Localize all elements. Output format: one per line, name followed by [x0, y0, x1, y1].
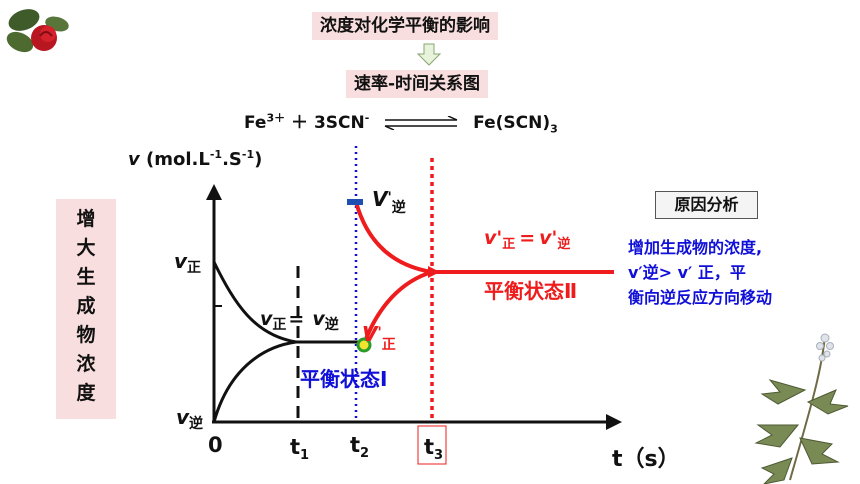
- reverse-rate-new-curve: [354, 201, 433, 274]
- y-axis-symbol: v: [128, 149, 140, 170]
- condition-char: 物: [76, 324, 96, 346]
- origin-label: 0: [208, 433, 223, 457]
- equation-scn: 3SCN: [313, 113, 365, 133]
- reason-line: 增加生成物的浓度,: [628, 238, 763, 257]
- y-axis-label: v (mol.L-1.S-1): [128, 148, 262, 170]
- y-axis-unit-b: .S: [222, 149, 242, 170]
- convergence-arrowhead: [428, 266, 440, 278]
- page-subtitle: 速率-时间关系图: [346, 70, 489, 98]
- v-reverse-label: v逆: [176, 405, 203, 432]
- reason-line: 衡向逆反应方向移动: [628, 288, 773, 307]
- forward-rate-curve: [212, 261, 358, 344]
- plant-decoration-icon: [754, 333, 849, 484]
- equation-plus: ＋: [291, 113, 309, 133]
- reason-analysis-title: 原因分析: [655, 191, 758, 219]
- y-axis-arrowhead: [206, 184, 222, 200]
- equation-fe-charge: 3＋: [266, 111, 286, 125]
- condition-char: 增: [76, 208, 96, 230]
- t1-label: t1: [290, 435, 309, 463]
- reason-line: v′逆> v′ 正，平: [628, 263, 746, 282]
- equilibrium-state-1-label: 平衡状态Ⅰ: [300, 367, 387, 391]
- equation-product-sub: 3: [550, 122, 558, 136]
- t3-highlight-box: [417, 425, 447, 465]
- reason-analysis-text: 增加生成物的浓度, v′逆> v′ 正，平 衡向逆反应方向移动: [628, 235, 838, 310]
- t2-label: t2: [350, 433, 369, 461]
- rose-decoration-icon: [6, 9, 69, 53]
- equilibrium-state-2-label: 平衡状态Ⅱ: [484, 279, 577, 303]
- equation-scn-charge: -: [364, 111, 370, 125]
- y-axis-unit-exp2: -1: [241, 148, 255, 161]
- v-forward-prime-label: V'正: [362, 322, 396, 353]
- equilibrium-arrow-icon: [384, 115, 458, 131]
- page-title: 浓度对化学平衡的影响: [312, 12, 498, 40]
- down-arrow-icon: [416, 43, 442, 66]
- start-point-marker: [356, 337, 372, 353]
- condition-char: 度: [76, 382, 96, 404]
- y-axis-unit-exp1: -1: [209, 148, 223, 161]
- jump-point-marker: [347, 199, 363, 205]
- y-axis-unit-c: ): [254, 149, 263, 170]
- y-axis-unit-a: (mol.L: [146, 149, 210, 170]
- equation-product: Fe(SCN): [473, 113, 551, 133]
- reverse-rate-curve: [212, 340, 297, 423]
- condition-char: 浓: [76, 353, 96, 375]
- v-forward-label: v正: [174, 249, 201, 276]
- t3-label: t3: [424, 435, 443, 463]
- x-axis-arrowhead: [606, 414, 622, 430]
- v-reverse-prime-label: V'逆: [372, 187, 406, 216]
- condition-char: 成: [76, 295, 96, 317]
- condition-char: 生: [76, 266, 96, 288]
- x-axis-label: t（s）: [612, 447, 680, 472]
- condition-char: 大: [76, 237, 96, 259]
- condition-label-box: 增 大 生 成 物 浓 度: [56, 199, 116, 419]
- equilibrium-1-equation: v正=v逆: [260, 308, 339, 333]
- equilibrium-2-equation: v'正=v'逆: [484, 227, 570, 252]
- forward-rate-new-curve: [362, 270, 433, 345]
- chemical-equation: Fe3＋ ＋ 3SCN- Fe(SCN)3: [244, 108, 558, 135]
- equation-fe: Fe: [244, 113, 267, 133]
